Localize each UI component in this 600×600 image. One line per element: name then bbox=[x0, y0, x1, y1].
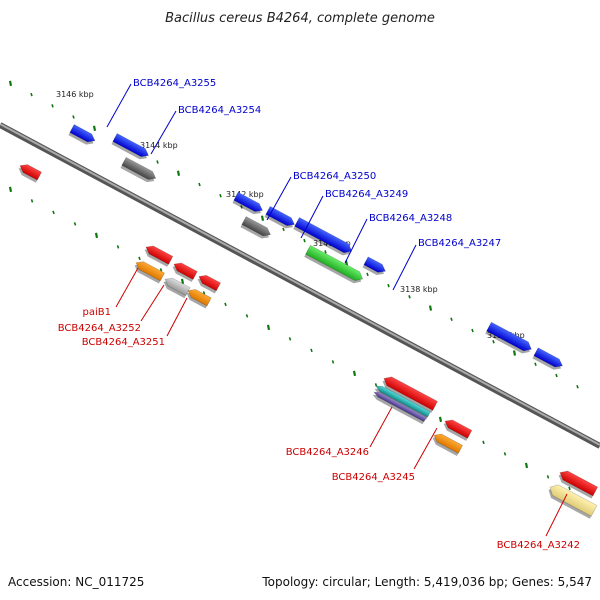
scale-tick bbox=[266, 324, 271, 331]
scale-tick bbox=[428, 305, 433, 311]
scale-tick bbox=[482, 440, 485, 445]
scale-labels: 3146 kbp 3144 kbp 3142 kbp 3140 kbp 3138… bbox=[56, 90, 525, 340]
scale-tick bbox=[8, 80, 13, 87]
scale-tick bbox=[576, 384, 579, 389]
gene-label-paib1[interactable]: paiB1 bbox=[83, 307, 111, 318]
scale-tick bbox=[202, 291, 206, 295]
gene-label-a3242[interactable]: BCB4264_A3242 bbox=[497, 540, 580, 551]
gene-glyph-a3245-red[interactable] bbox=[441, 417, 473, 441]
gene-glyph-left-red[interactable] bbox=[16, 162, 42, 183]
scale-tick bbox=[492, 340, 495, 344]
gene-glyph-a3254[interactable] bbox=[111, 133, 150, 163]
gene-glyph-a3255[interactable] bbox=[68, 124, 97, 148]
scale-tick bbox=[288, 337, 292, 341]
gene-glyph-a3245[interactable] bbox=[430, 431, 463, 456]
scale-tick bbox=[180, 278, 185, 285]
scale-tick bbox=[366, 272, 369, 277]
scale-tick bbox=[159, 268, 163, 272]
scale-tick bbox=[512, 350, 517, 356]
scale-label: 3146 kbp bbox=[56, 90, 94, 99]
gene-glyph-a3249[interactable] bbox=[264, 206, 296, 231]
gene-glyph-a3249-green[interactable] bbox=[304, 244, 365, 286]
scale-tick bbox=[352, 370, 357, 377]
scale-tick bbox=[8, 186, 13, 193]
scale-label: 3138 kbp bbox=[400, 285, 438, 294]
gene-glyph-a3247[interactable] bbox=[362, 256, 387, 278]
scale-tick bbox=[534, 362, 537, 366]
gene-label-a3251[interactable]: BCB4264_A3251 bbox=[82, 337, 165, 348]
gene-glyph-a3242-red[interactable] bbox=[556, 468, 599, 499]
scale-label: 3144 kbp bbox=[140, 141, 178, 150]
gene-glyph-paib1-orange[interactable] bbox=[132, 259, 165, 284]
gene-glyph-a3246-red[interactable] bbox=[380, 374, 438, 413]
forward-gene-labels: BCB4264_A3255 BCB4264_A3254 BCB4264_A325… bbox=[133, 78, 501, 249]
scale-tick bbox=[92, 125, 97, 132]
scale-tick bbox=[73, 222, 77, 226]
leader-lines bbox=[106, 83, 568, 537]
scale-tick bbox=[219, 193, 222, 198]
scale-tick bbox=[387, 283, 390, 288]
scale-tick bbox=[471, 328, 474, 333]
gene-label-a3245[interactable]: BCB4264_A3245 bbox=[332, 472, 415, 483]
scale-tick bbox=[438, 416, 443, 423]
scale-tick bbox=[282, 227, 285, 232]
gene-label-a3247[interactable]: BCB4264_A3247 bbox=[418, 238, 501, 249]
reverse-gene-labels: paiB1 BCB4264_A3252 BCB4264_A3251 BCB426… bbox=[58, 307, 580, 551]
genome-backbone bbox=[0, 122, 600, 449]
scale-tick bbox=[324, 250, 327, 254]
scale-tick bbox=[524, 462, 529, 469]
scale-tick bbox=[260, 215, 265, 221]
gene-glyph-a3252[interactable] bbox=[161, 275, 191, 299]
scale-tick bbox=[555, 373, 558, 378]
scale-tick bbox=[116, 245, 120, 249]
gene-label-a3255[interactable]: BCB4264_A3255 bbox=[133, 78, 216, 89]
gene-glyph-a3248[interactable] bbox=[293, 217, 354, 258]
gene-glyphs bbox=[16, 124, 599, 519]
scale-tick bbox=[310, 348, 313, 353]
gene-glyph-a3251[interactable] bbox=[184, 287, 212, 309]
scale-tick bbox=[30, 199, 34, 203]
gene-glyph-a3243[interactable] bbox=[485, 321, 533, 356]
scale-tick bbox=[176, 170, 181, 176]
scale-tick bbox=[224, 302, 227, 307]
gene-glyph-a3251-red[interactable] bbox=[195, 272, 221, 294]
scale-tick bbox=[240, 205, 243, 209]
scale-tick bbox=[303, 238, 306, 243]
scale-tick bbox=[546, 475, 550, 479]
scale-tick bbox=[30, 92, 33, 97]
scale-label: 3142 kbp bbox=[226, 190, 264, 199]
scale-tick bbox=[51, 104, 54, 108]
gene-label-a3246[interactable]: BCB4264_A3246 bbox=[286, 447, 369, 458]
gene-label-a3250[interactable]: BCB4264_A3250 bbox=[293, 171, 376, 182]
gene-label-a3252[interactable]: BCB4264_A3252 bbox=[58, 323, 141, 334]
gene-glyph-a3246-purple[interactable] bbox=[371, 390, 427, 425]
gene-glyph-a3250[interactable] bbox=[232, 191, 264, 217]
scale-tick bbox=[503, 452, 507, 456]
gene-glyph-paib1[interactable] bbox=[142, 243, 174, 267]
scale-tick bbox=[72, 115, 75, 119]
scale-tick bbox=[138, 256, 141, 261]
gene-label-a3249[interactable]: BCB4264_A3249 bbox=[325, 189, 408, 200]
gene-glyph-a3242[interactable] bbox=[546, 482, 598, 519]
gene-label-a3254[interactable]: BCB4264_A3254 bbox=[178, 105, 261, 116]
gene-label-a3248[interactable]: BCB4264_A3248 bbox=[369, 213, 452, 224]
gene-glyph-a3254-gray[interactable] bbox=[120, 156, 157, 185]
gene-glyph-a3252-red[interactable] bbox=[170, 260, 198, 283]
topology-text: Topology: circular; Length: 5,419,036 bp… bbox=[261, 575, 592, 589]
scale-tick bbox=[198, 182, 201, 187]
accession-text: Accession: NC_011725 bbox=[8, 575, 144, 589]
scale-tick bbox=[374, 383, 378, 387]
scale-tick bbox=[331, 360, 335, 364]
scale-tick bbox=[450, 317, 453, 322]
scale-tick bbox=[408, 295, 411, 299]
scale-tick bbox=[245, 314, 249, 318]
scale-tick bbox=[568, 486, 571, 491]
scale-tick bbox=[94, 232, 99, 239]
scale-tick bbox=[52, 210, 55, 215]
map-title: Bacillus cereus B4264, complete genome bbox=[165, 11, 435, 26]
scale-tick bbox=[156, 160, 159, 164]
gene-glyph-a3250-gray[interactable] bbox=[240, 216, 272, 242]
gene-glyph-a3243b[interactable] bbox=[532, 347, 564, 373]
